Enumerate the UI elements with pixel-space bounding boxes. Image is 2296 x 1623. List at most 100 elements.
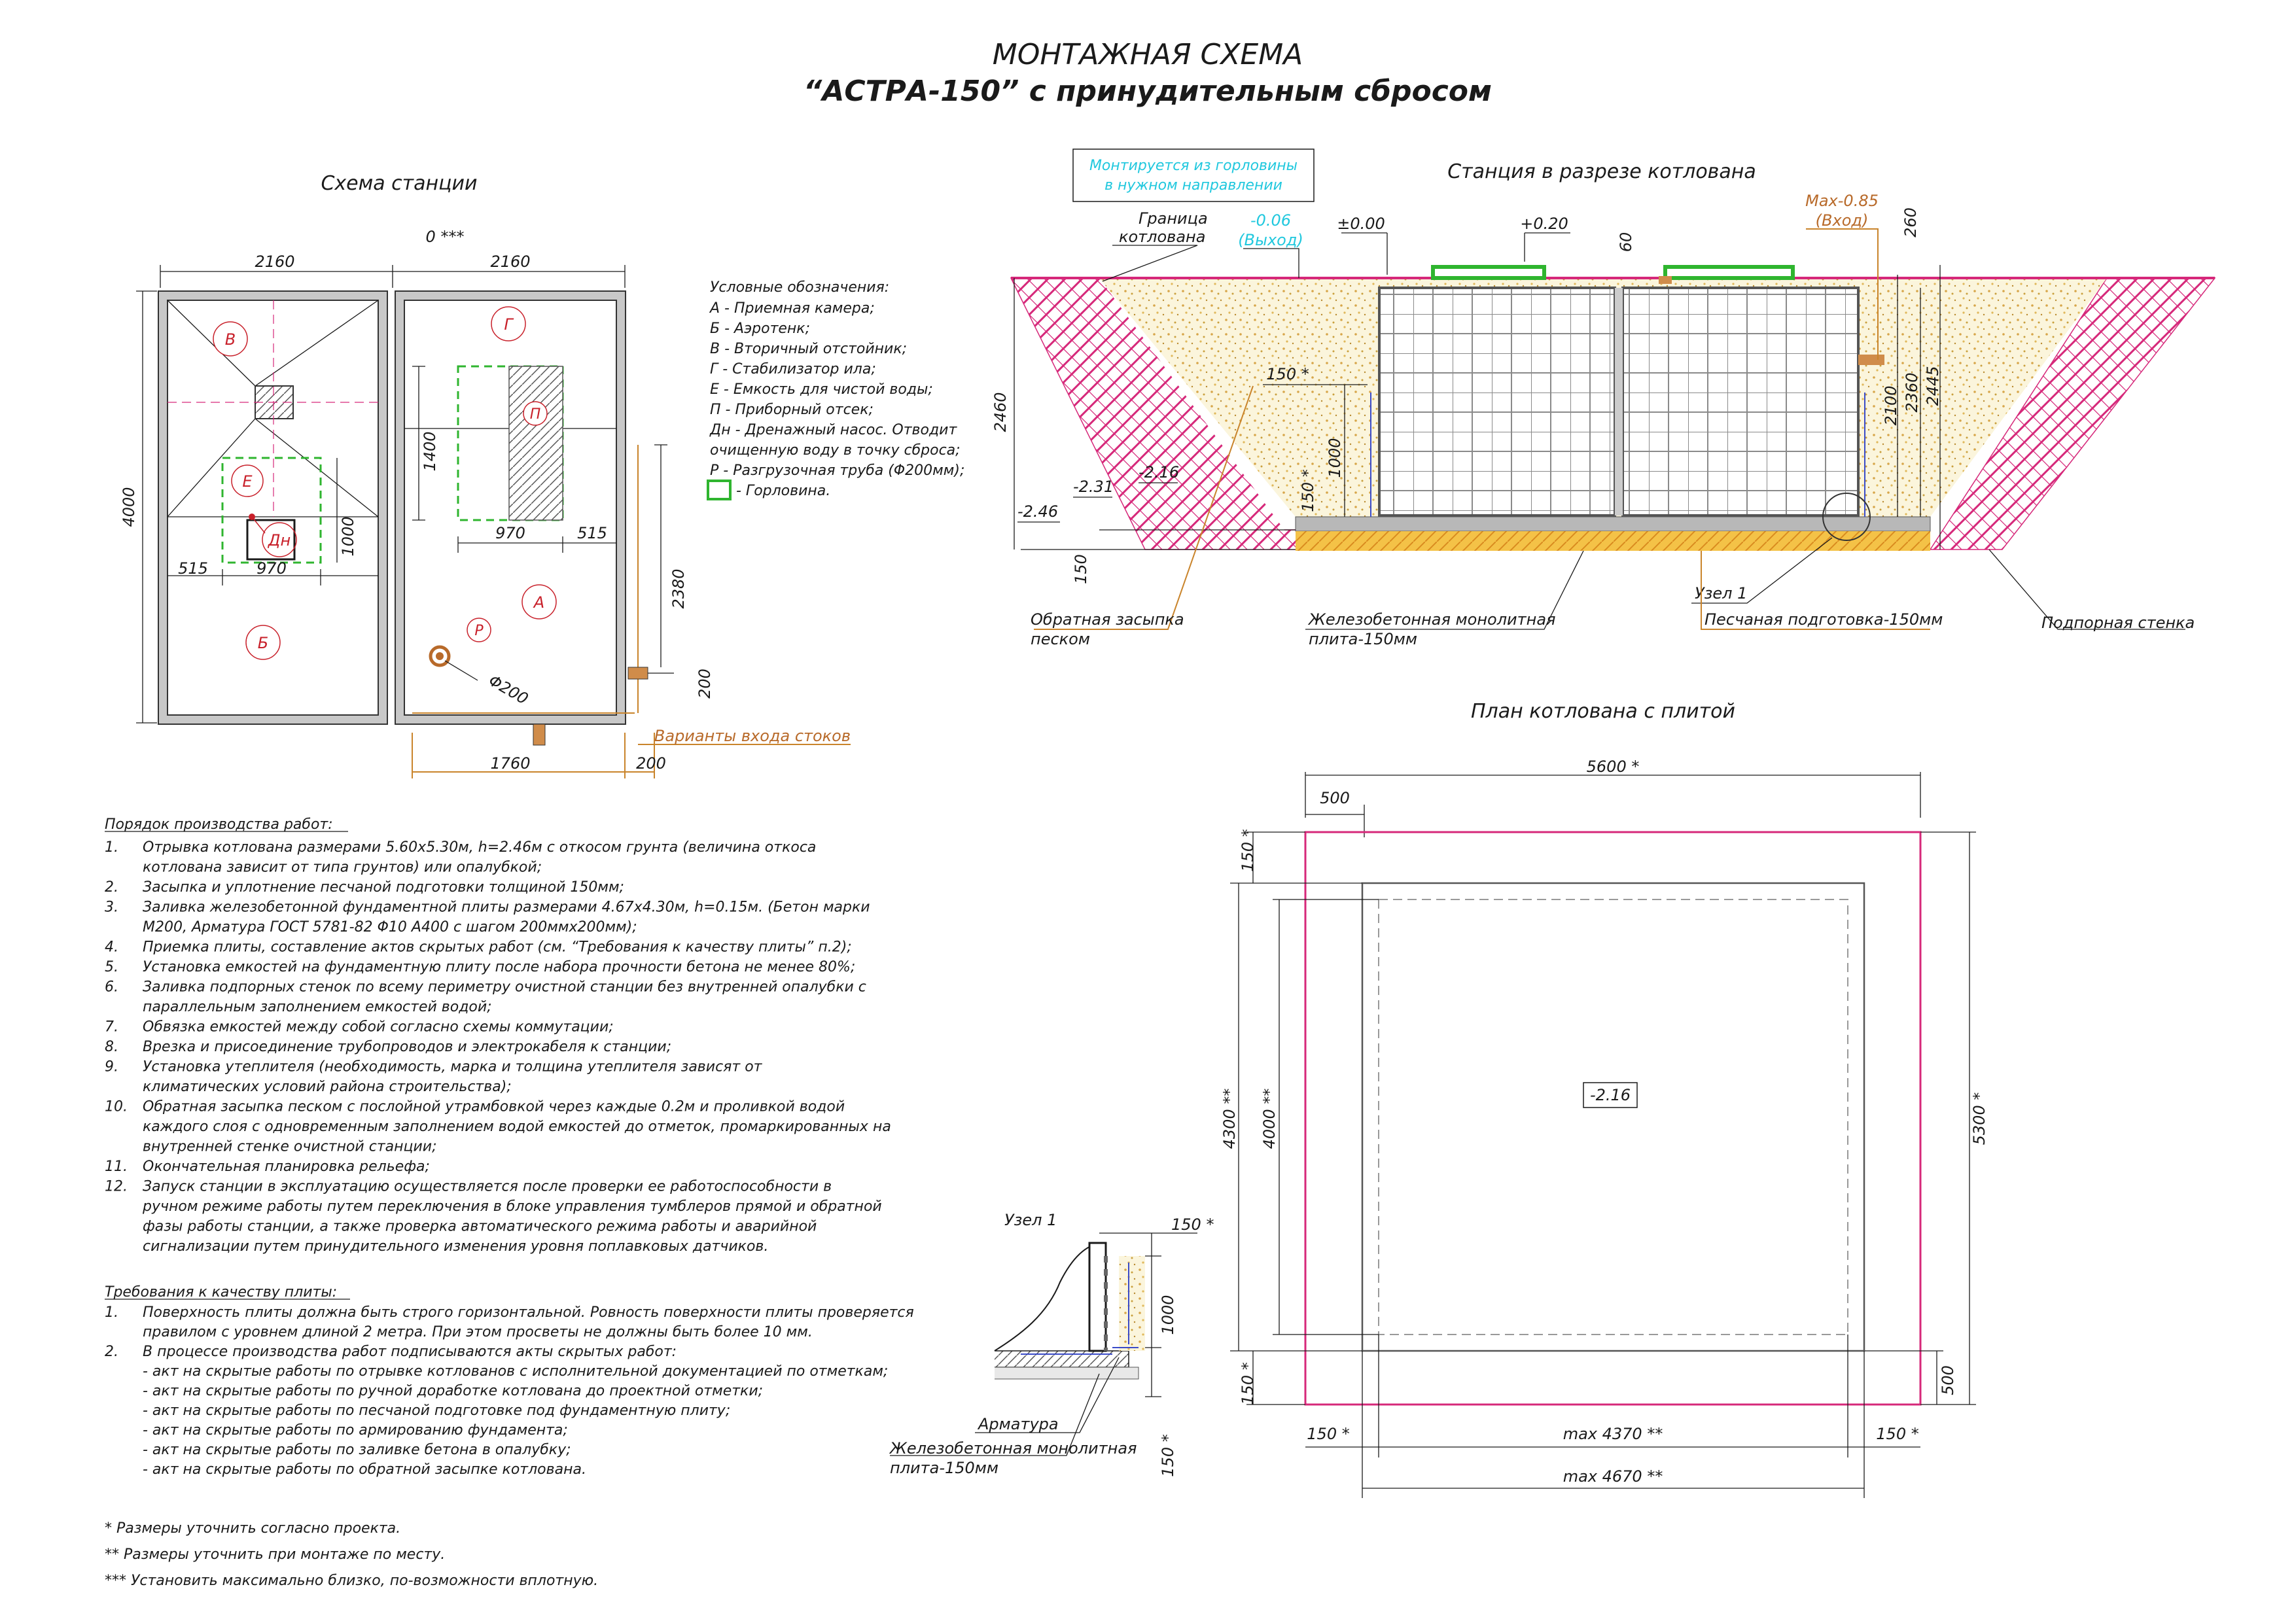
note-line-1: Монтируется из горловины — [1089, 158, 1298, 174]
outlet-label: (Выход) — [1238, 231, 1303, 249]
legend-title: Условные обозначения: — [710, 279, 889, 296]
slab-line-2: плита-150мм — [1309, 630, 1417, 648]
label-A: А — [521, 584, 557, 620]
list-number: 6. — [105, 979, 118, 996]
node-title: Узел 1 — [1004, 1211, 1057, 1229]
dim-height: 4000 — [120, 487, 138, 527]
dim-500-right: 500 — [1939, 1365, 1957, 1395]
list-item: - акт на скрытые работы по армированию ф… — [143, 1422, 568, 1439]
label-P: П — [523, 401, 548, 426]
dim-970-top: 970 — [495, 524, 525, 542]
quality-requirements: Требования к качеству плиты: 1.Поверхнос… — [105, 1284, 914, 1478]
legend: Условные обозначения: А - Приемная камер… — [707, 279, 964, 500]
slab-line-1: Железобетонная монолитная — [1307, 610, 1555, 629]
label-Dn: Дн — [262, 522, 297, 557]
legend-item: Дн - Дренажный насос. Отводит — [709, 422, 957, 438]
note-line-2: в нужном направлении — [1104, 177, 1282, 194]
list-item: Поверхность плиты должна быть строго гор… — [143, 1304, 914, 1321]
slab-outline — [1361, 882, 1865, 1352]
mark-216: -2.16 — [1139, 463, 1179, 481]
node-dim-150-bottom: 150 * — [1159, 1434, 1177, 1476]
dim-60: 60 — [1617, 232, 1635, 253]
svg-text:Г: Г — [504, 315, 514, 334]
list-number: 2. — [105, 1344, 118, 1360]
inlet-label: (Вход) — [1816, 211, 1869, 230]
list-number: 5. — [105, 959, 118, 975]
dim-4670: max 4670 ** — [1563, 1467, 1663, 1486]
dim-515-bottom: 515 — [178, 559, 208, 578]
list-item: каждого слоя с одновременным заполнением… — [143, 1119, 891, 1135]
backfill-line-2: песком — [1031, 630, 1090, 648]
list-item: - акт на скрытые работы по ручной дорабо… — [143, 1383, 763, 1399]
sand-label: Песчаная подготовка-150мм — [1704, 610, 1943, 629]
border-line-1: Граница — [1139, 209, 1208, 228]
outlet-mark: -0.06 — [1250, 211, 1291, 230]
node-slab-line-2: плита-150мм — [890, 1459, 998, 1477]
label-V: В — [213, 321, 248, 357]
legend-item: очищенную воду в точку сброса; — [710, 442, 961, 459]
requirements-title: Требования к качеству плиты: — [105, 1284, 337, 1300]
list-number: 2. — [105, 879, 118, 896]
hatch-label: - Горловина. — [736, 483, 830, 499]
list-item: Засыпка и уплотнение песчаной подготовки… — [143, 879, 624, 896]
dim-260: 260 — [1901, 207, 1920, 237]
legend-item: П - Приборный отсек; — [710, 402, 874, 418]
label-E: Е — [231, 464, 264, 497]
backfill-line-1: Обратная засыпка — [1031, 610, 1184, 629]
dim-150-top: 150 * — [1266, 365, 1309, 383]
list-item: параллельным заполнением емкостей водой; — [143, 999, 492, 1015]
label-G: Г — [491, 306, 526, 341]
legend-item: Б - Аэротенк; — [710, 321, 810, 337]
border-line-2: котлована — [1119, 228, 1205, 246]
dim-4300: 4300 ** — [1220, 1089, 1239, 1149]
list-item: Окончательная планировка рельефа; — [143, 1159, 430, 1175]
dim-150-side: 150 * — [1299, 469, 1317, 512]
list-item: Приемка плиты, составление актов скрытых… — [143, 939, 852, 956]
footnote-1: * Размеры уточнить согласно проекта. — [105, 1520, 400, 1537]
center-mark: -2.16 — [1590, 1086, 1631, 1104]
list-item: Обратная засыпка песком с послойной утра… — [143, 1099, 845, 1115]
list-item: Заливка подпорных стенок по всему периме… — [143, 979, 866, 996]
list-number: 4. — [105, 939, 118, 956]
dim-right-width: 2160 — [490, 253, 530, 271]
dim-150-bottom: 150 — [1072, 554, 1090, 584]
list-item: Заливка железобетонной фундаментной плит… — [143, 899, 870, 916]
dim-1400: 1400 — [421, 431, 439, 471]
svg-text:В: В — [225, 330, 236, 349]
dim-150-left: 150 * — [1307, 1425, 1349, 1443]
title-line-1: МОНТАЖНАЯ СХЕМА — [993, 38, 1303, 71]
list-item: правилом с уровнем длиной 2 метра. При э… — [143, 1324, 813, 1340]
dim-515-top: 515 — [577, 524, 607, 542]
list-item: - акт на скрытые работы по песчаной подг… — [143, 1403, 730, 1419]
dim-2380: 2380 — [669, 568, 688, 608]
svg-text:Р: Р — [474, 623, 484, 639]
hatch-symbol — [707, 480, 732, 500]
node-slab-line-1: Железобетонная монолитная — [889, 1439, 1137, 1457]
list-item: - акт на скрытые работы по отрывке котло… — [143, 1363, 888, 1380]
list-number: 3. — [105, 899, 118, 916]
dim-2360: 2360 — [1903, 372, 1921, 412]
list-item: Запуск станции в эксплуатацию осуществля… — [143, 1179, 832, 1195]
svg-text:Дн: Дн — [268, 531, 291, 550]
station-outline — [1378, 899, 1848, 1335]
list-item: климатических условий района строительст… — [143, 1079, 512, 1095]
dim-200-bottom: 200 — [636, 754, 666, 773]
dim-left-width: 2160 — [255, 253, 294, 271]
retaining-label: Подпорная стенка — [2041, 614, 2195, 632]
node-dim-150-top: 150 * — [1171, 1215, 1214, 1234]
dim-2100: 2100 — [1882, 385, 1900, 425]
mark-231: -2.31 — [1073, 478, 1114, 496]
legend-item: Р - Разгрузочная труба (Φ200мм); — [710, 462, 964, 479]
title-line-2: “АСТРА-150” с принудительным сбросом — [804, 75, 1492, 108]
list-item: Отрывка котлована размерами 5.60х5.30м, … — [143, 839, 816, 856]
pit-outline — [1304, 831, 1922, 1406]
mark-246: -2.46 — [1017, 502, 1058, 521]
dim-4000: 4000 ** — [1260, 1089, 1279, 1149]
plan-title: План котлована с плитой — [1471, 700, 1735, 723]
dim-150-bottom-plan: 150 * — [1239, 1362, 1257, 1405]
svg-text:Е: Е — [242, 472, 253, 491]
list-item: - акт на скрытые работы по обратной засы… — [143, 1461, 586, 1478]
dim-150-right: 150 * — [1876, 1425, 1918, 1443]
list-number: 1. — [105, 839, 118, 856]
